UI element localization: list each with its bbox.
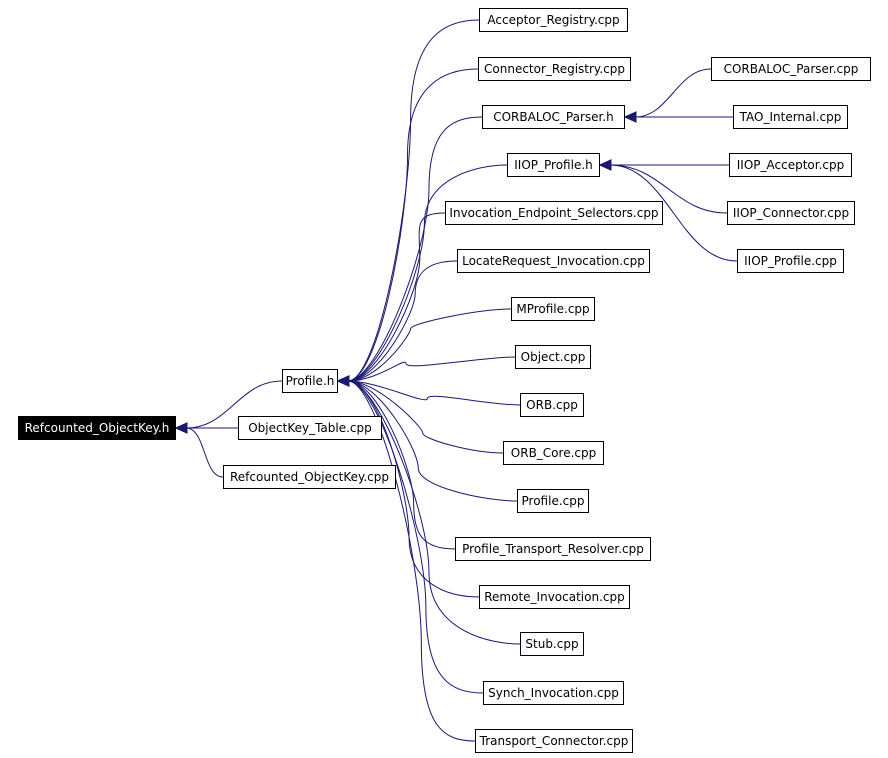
node-corbaloc-parser-h[interactable]: CORBALOC_Parser.h (482, 105, 625, 129)
edge-remote_invocation_cpp-to-profile_h (347, 380, 480, 598)
edge-synch_invocation_cpp-to-profile_h (347, 380, 484, 694)
node-mprofile-cpp[interactable]: MProfile.cpp (511, 297, 595, 321)
node-tao-internal-cpp[interactable]: TAO_Internal.cpp (733, 105, 848, 129)
arrowhead-transport_connector_cpp-to-profile_h (336, 375, 350, 387)
arrowhead-refcounted_objectkey_cpp-to-root (174, 422, 188, 434)
node-stub-cpp[interactable]: Stub.cpp (520, 632, 584, 656)
node-refcounted-objectkey-h: Refcounted_ObjectKey.h (18, 416, 176, 440)
edge-corbaloc_parser_h-to-profile_h (347, 116, 483, 382)
node-profile-h[interactable]: Profile.h (282, 369, 338, 393)
edge-orb_cpp-to-profile_h (347, 380, 521, 406)
edge-refcounted_objectkey_cpp-to-root (185, 427, 224, 478)
node-orb-cpp[interactable]: ORB.cpp (520, 393, 584, 417)
node-acceptor-registry-cpp[interactable]: Acceptor_Registry.cpp (479, 8, 628, 32)
node-corbaloc-parser-cpp[interactable]: CORBALOC_Parser.cpp (711, 57, 871, 81)
node-invocation-endpoint-selectors-cpp[interactable]: Invocation_Endpoint_Selectors.cpp (445, 201, 663, 225)
node-refcounted-objectkey-cpp[interactable]: Refcounted_ObjectKey.cpp (223, 465, 396, 489)
edge-locaterequest_invocation_cpp-to-profile_h (347, 260, 458, 382)
edge-corbaloc_parser_cpp-to-corbaloc_parser_h (634, 68, 712, 118)
node-objectkey-table-cpp[interactable]: ObjectKey_Table.cpp (238, 416, 382, 440)
edge-orb_core_cpp-to-profile_h (347, 380, 504, 454)
edge-profile_transport_resolver_cpp-to-profile_h (347, 380, 456, 550)
edge-iiop_connector_cpp-to-iiop_profile_h (609, 164, 728, 214)
node-locaterequest-invocation-cpp[interactable]: LocateRequest_Invocation.cpp (457, 249, 650, 273)
arrowhead-tao_internal_cpp-to-corbaloc_parser_h (623, 111, 637, 123)
node-synch-invocation-cpp[interactable]: Synch_Invocation.cpp (483, 681, 624, 705)
node-iiop-connector-cpp[interactable]: IIOP_Connector.cpp (727, 201, 855, 225)
node-object-cpp[interactable]: Object.cpp (515, 345, 591, 369)
node-profile-cpp[interactable]: Profile.cpp (517, 489, 589, 513)
node-transport-connector-cpp[interactable]: Transport_Connector.cpp (475, 729, 633, 753)
edge-stub_cpp-to-profile_h (347, 380, 521, 645)
edge-iiop_profile_h-to-profile_h (347, 164, 508, 382)
node-connector-registry-cpp[interactable]: Connector_Registry.cpp (478, 57, 631, 81)
node-profile-transport-resolver-cpp[interactable]: Profile_Transport_Resolver.cpp (455, 537, 651, 561)
arrowhead-iiop_profile_cpp-to-iiop_profile_h (598, 159, 612, 171)
edge-mprofile_cpp-to-profile_h (347, 308, 512, 382)
edge-connector_registry_cpp-to-profile_h (347, 68, 479, 382)
node-remote-invocation-cpp[interactable]: Remote_Invocation.cpp (479, 585, 630, 609)
edge-transport_connector_cpp-to-profile_h (347, 380, 476, 742)
edge-profile_cpp-to-profile_h (347, 380, 518, 502)
edge-object_cpp-to-profile_h (347, 356, 516, 382)
edge-invocation_endpoint_selectors_cpp-to-profile_h (347, 212, 446, 382)
edge-iiop_profile_cpp-to-iiop_profile_h (609, 164, 738, 262)
node-orb-core-cpp[interactable]: ORB_Core.cpp (503, 441, 604, 465)
node-iiop-acceptor-cpp[interactable]: IIOP_Acceptor.cpp (729, 153, 852, 177)
edge-profile_h-to-root (185, 380, 283, 429)
node-iiop-profile-h[interactable]: IIOP_Profile.h (507, 153, 600, 177)
edge-acceptor_registry_cpp-to-profile_h (347, 19, 480, 382)
node-iiop-profile-cpp[interactable]: IIOP_Profile.cpp (737, 249, 844, 273)
